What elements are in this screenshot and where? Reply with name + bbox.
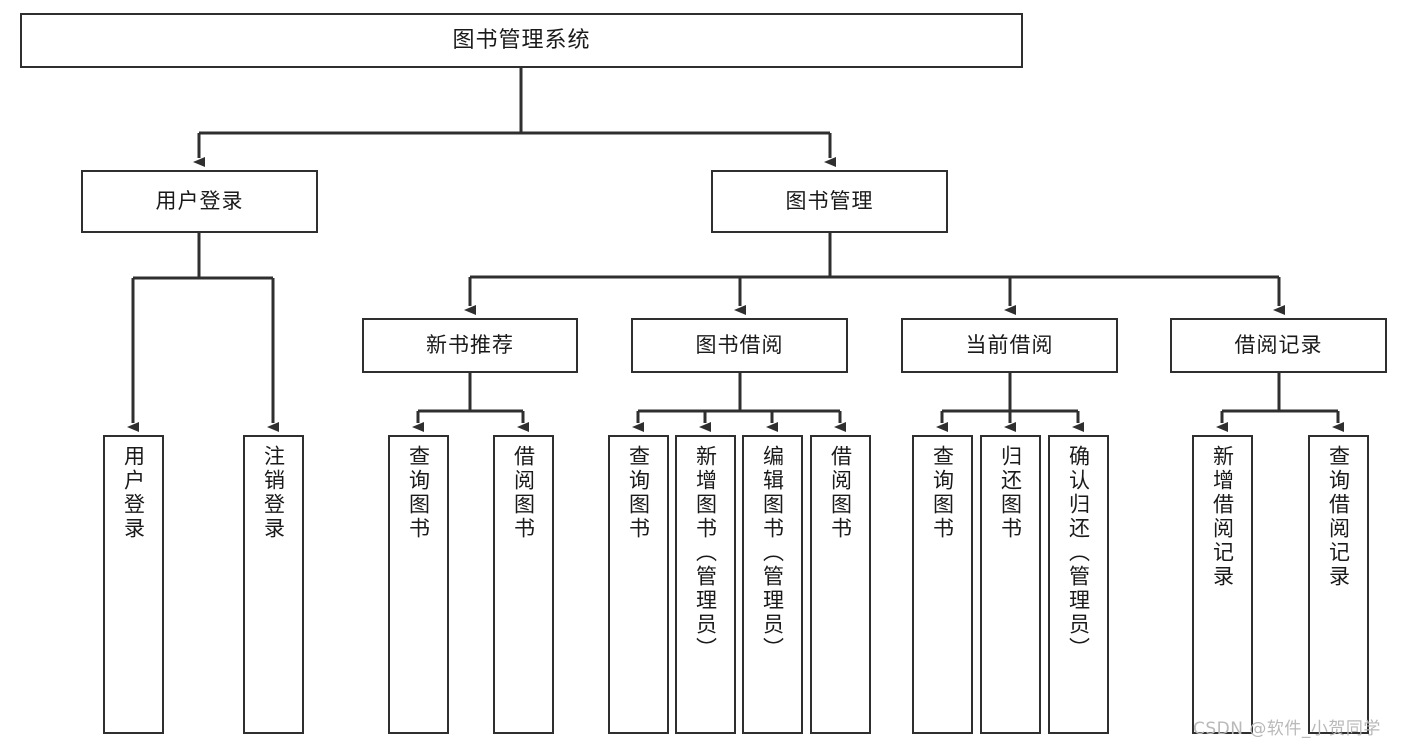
leaf-borrow-book-recommendation[interactable]: 借阅图书 <box>493 435 554 734</box>
node-label: 借阅记录 <box>1234 333 1323 358</box>
leaf-query-book-borrow[interactable]: 查询图书 <box>608 435 669 734</box>
leaf-add-borrow-record[interactable]: 新增借阅记录 <box>1192 435 1253 734</box>
node-label: 借阅图书 <box>828 445 853 541</box>
node-label: 用户登录 <box>121 445 146 541</box>
leaf-logout[interactable]: 注销登录 <box>243 435 304 734</box>
node-label: 图书管理系统 <box>452 27 591 53</box>
node-borrow-record[interactable]: 借阅记录 <box>1170 318 1387 373</box>
node-label: 新增图书（管理员） <box>693 445 718 661</box>
node-label: 新书推荐 <box>426 333 514 358</box>
node-label: 注销登录 <box>261 445 286 541</box>
node-label: 确认归还（管理员） <box>1066 445 1091 661</box>
node-label: 查询图书 <box>406 445 431 541</box>
node-label: 编辑图书（管理员） <box>760 445 785 661</box>
node-label: 当前借阅 <box>965 333 1054 358</box>
node-label: 图书借阅 <box>695 333 784 358</box>
node-root-book-management-system[interactable]: 图书管理系统 <box>20 13 1023 68</box>
leaf-query-book-current[interactable]: 查询图书 <box>912 435 973 734</box>
node-label: 查询借阅记录 <box>1326 445 1351 589</box>
node-label: 查询图书 <box>626 445 651 541</box>
node-label: 借阅图书 <box>511 445 536 541</box>
leaf-add-book-admin[interactable]: 新增图书（管理员） <box>675 435 736 734</box>
node-book-management[interactable]: 图书管理 <box>711 170 948 233</box>
leaf-user-login[interactable]: 用户登录 <box>103 435 164 734</box>
node-current-borrow[interactable]: 当前借阅 <box>901 318 1118 373</box>
node-label: 图书管理 <box>785 189 874 214</box>
leaf-return-book[interactable]: 归还图书 <box>980 435 1041 734</box>
leaf-query-book-recommendation[interactable]: 查询图书 <box>388 435 449 734</box>
leaf-borrow-book[interactable]: 借阅图书 <box>810 435 871 734</box>
leaf-edit-book-admin[interactable]: 编辑图书（管理员） <box>742 435 803 734</box>
leaf-confirm-return-admin[interactable]: 确认归还（管理员） <box>1048 435 1109 734</box>
node-label: 查询图书 <box>930 445 955 541</box>
leaf-query-borrow-record[interactable]: 查询借阅记录 <box>1308 435 1369 734</box>
node-label: 归还图书 <box>998 445 1023 541</box>
node-new-book-recommendation[interactable]: 新书推荐 <box>362 318 578 373</box>
node-label: 新增借阅记录 <box>1210 445 1235 589</box>
node-book-borrow[interactable]: 图书借阅 <box>631 318 848 373</box>
node-label: 用户登录 <box>155 189 244 214</box>
node-user-login[interactable]: 用户登录 <box>81 170 318 233</box>
